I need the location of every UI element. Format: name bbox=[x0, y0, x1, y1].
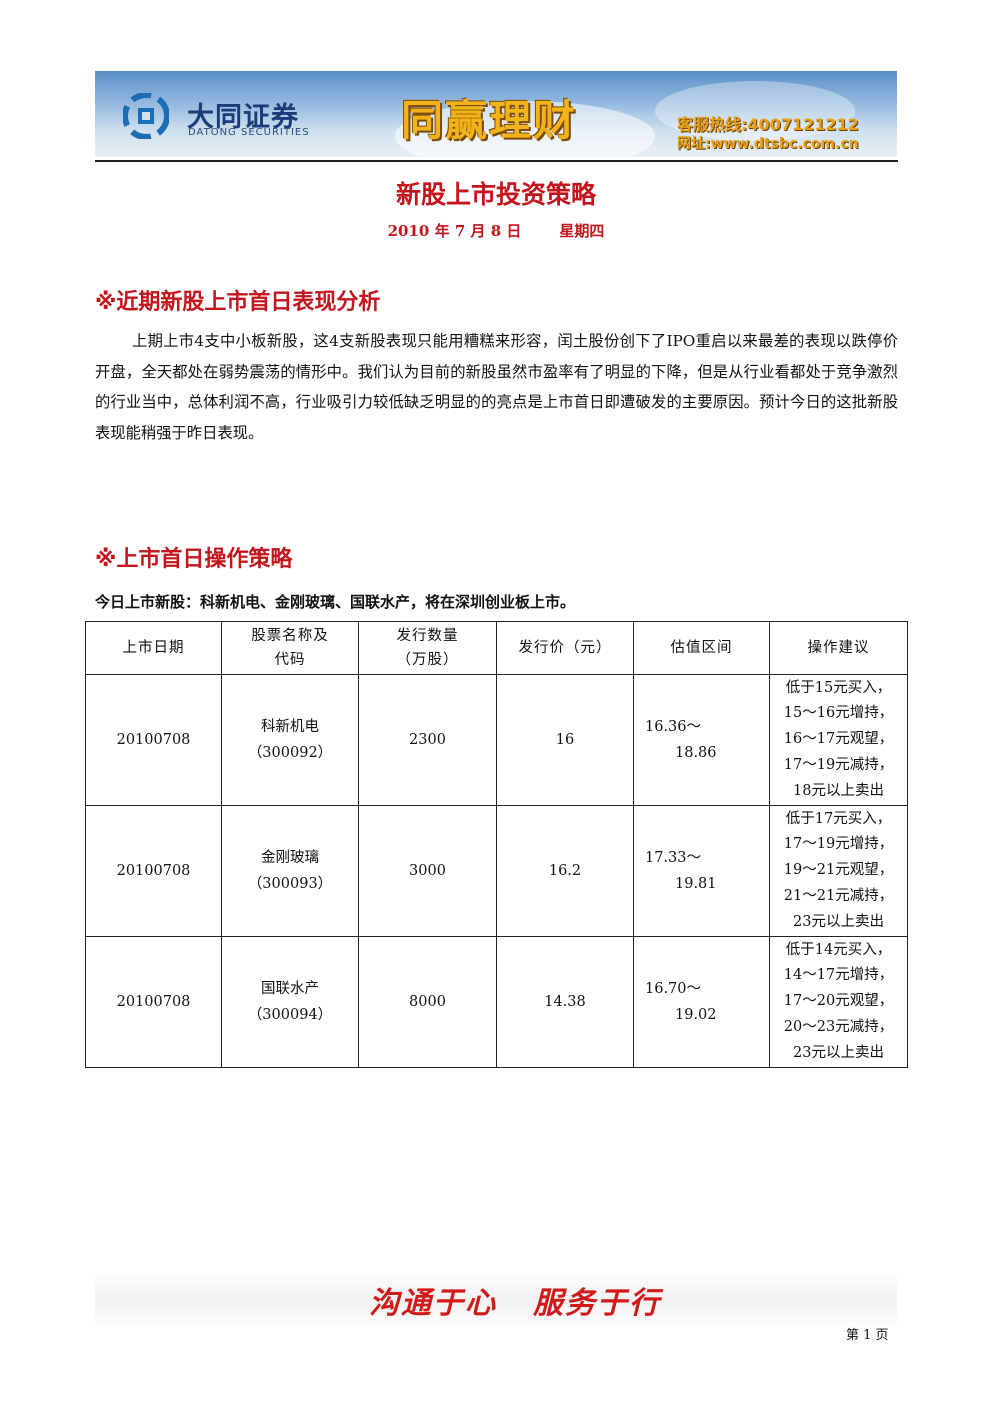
issue-shares-cell: 3000 bbox=[358, 805, 497, 937]
brand-slogan: 同赢理财 bbox=[401, 96, 578, 145]
issue-shares-cell: 2300 bbox=[358, 674, 497, 806]
stock-name-cell: 金刚玻璃（300093） bbox=[221, 805, 359, 937]
company-logo-icon bbox=[123, 93, 169, 139]
valuation-range-cell: 17.33～19.81 bbox=[633, 805, 770, 937]
footer-band bbox=[95, 1270, 897, 1330]
listing-date-cell: 20100708 bbox=[85, 674, 222, 806]
advice-cell: 低于15元买入，15～16元增持，16～17元观望，17～19元减持，18元以上… bbox=[769, 674, 908, 806]
column-header: 上市日期 bbox=[85, 621, 222, 675]
listing-date-cell: 20100708 bbox=[85, 936, 222, 1068]
column-header: 股票名称及代码 bbox=[221, 621, 359, 675]
cloud-decoration bbox=[395, 101, 655, 157]
issue-price-cell: 16.2 bbox=[496, 805, 634, 937]
website-url[interactable]: 网址:www.dtsbc.com.cn bbox=[677, 136, 859, 152]
advice-cell: 低于14元买入，14～17元增持，17～20元观望，20～23元减持，23元以上… bbox=[769, 936, 908, 1068]
table-row: 20100708 科新机电（300092） 2300 16 16.36～18.8… bbox=[85, 674, 908, 806]
analysis-paragraph: 上期上市4支中小板新股，这4支新股表现只能用糟糕来形容，闰土股份创下了IPO重启… bbox=[95, 332, 898, 442]
table-header-row: 上市日期 股票名称及代码 发行数量（万股） 发行价（元） 估值区间 操作建议 bbox=[85, 621, 908, 675]
footer-slogan-right: 服务于行 bbox=[533, 1286, 661, 1321]
header-divider bbox=[95, 160, 898, 162]
page-number: 第 1 页 bbox=[846, 1328, 889, 1343]
stock-name-cell: 国联水产（300094） bbox=[221, 936, 359, 1068]
section-heading-strategy: ※上市首日操作策略 bbox=[95, 547, 293, 572]
valuation-range-cell: 16.36～18.86 bbox=[633, 674, 770, 806]
valuation-range-cell: 16.70～19.02 bbox=[633, 936, 770, 1068]
page-title: 新股上市投资策略 bbox=[395, 180, 596, 209]
header-banner: 大同证券 DATONG SECURITIES 同赢理财 客服热线:4007121… bbox=[95, 71, 897, 157]
company-name-cn: 大同证券 bbox=[187, 102, 299, 133]
column-header: 估值区间 bbox=[633, 621, 770, 675]
new-listings-intro: 今日上市新股：科新机电、金刚玻璃、国联水产，将在深圳创业板上市。 bbox=[95, 593, 576, 611]
section-heading-analysis: ※近期新股上市首日表现分析 bbox=[95, 290, 381, 315]
column-header: 发行价（元） bbox=[496, 621, 634, 675]
issue-shares-cell: 8000 bbox=[358, 936, 497, 1068]
report-date: 2010 年 7 月 8 日 星期四 bbox=[0, 220, 992, 241]
issue-price-cell: 14.38 bbox=[496, 936, 634, 1068]
date-text: 2010 年 7 月 8 日 bbox=[387, 222, 522, 240]
company-name-en: DATONG SECURITIES bbox=[188, 127, 310, 138]
stock-name-cell: 科新机电（300092） bbox=[221, 674, 359, 806]
issue-price-cell: 16 bbox=[496, 674, 634, 806]
ipo-strategy-table: 上市日期 股票名称及代码 发行数量（万股） 发行价（元） 估值区间 操作建议 2… bbox=[85, 621, 908, 1068]
footer-slogan-left: 沟通于心 bbox=[369, 1286, 497, 1321]
cloud-decoration bbox=[655, 81, 855, 141]
column-header: 操作建议 bbox=[769, 621, 908, 675]
column-header: 发行数量（万股） bbox=[358, 621, 497, 675]
table-row: 20100708 金刚玻璃（300093） 3000 16.2 17.33～19… bbox=[85, 805, 908, 937]
listing-date-cell: 20100708 bbox=[85, 805, 222, 937]
table-row: 20100708 国联水产（300094） 8000 14.38 16.70～1… bbox=[85, 936, 908, 1068]
service-hotline: 客服热线:4007121212 bbox=[677, 115, 859, 134]
footer-slogan: 沟通于心 服务于行 bbox=[0, 1278, 992, 1322]
advice-cell: 低于17元买入，17～19元增持，19～21元观望，21～21元减持，23元以上… bbox=[769, 805, 908, 937]
weekday-text: 星期四 bbox=[559, 222, 605, 240]
